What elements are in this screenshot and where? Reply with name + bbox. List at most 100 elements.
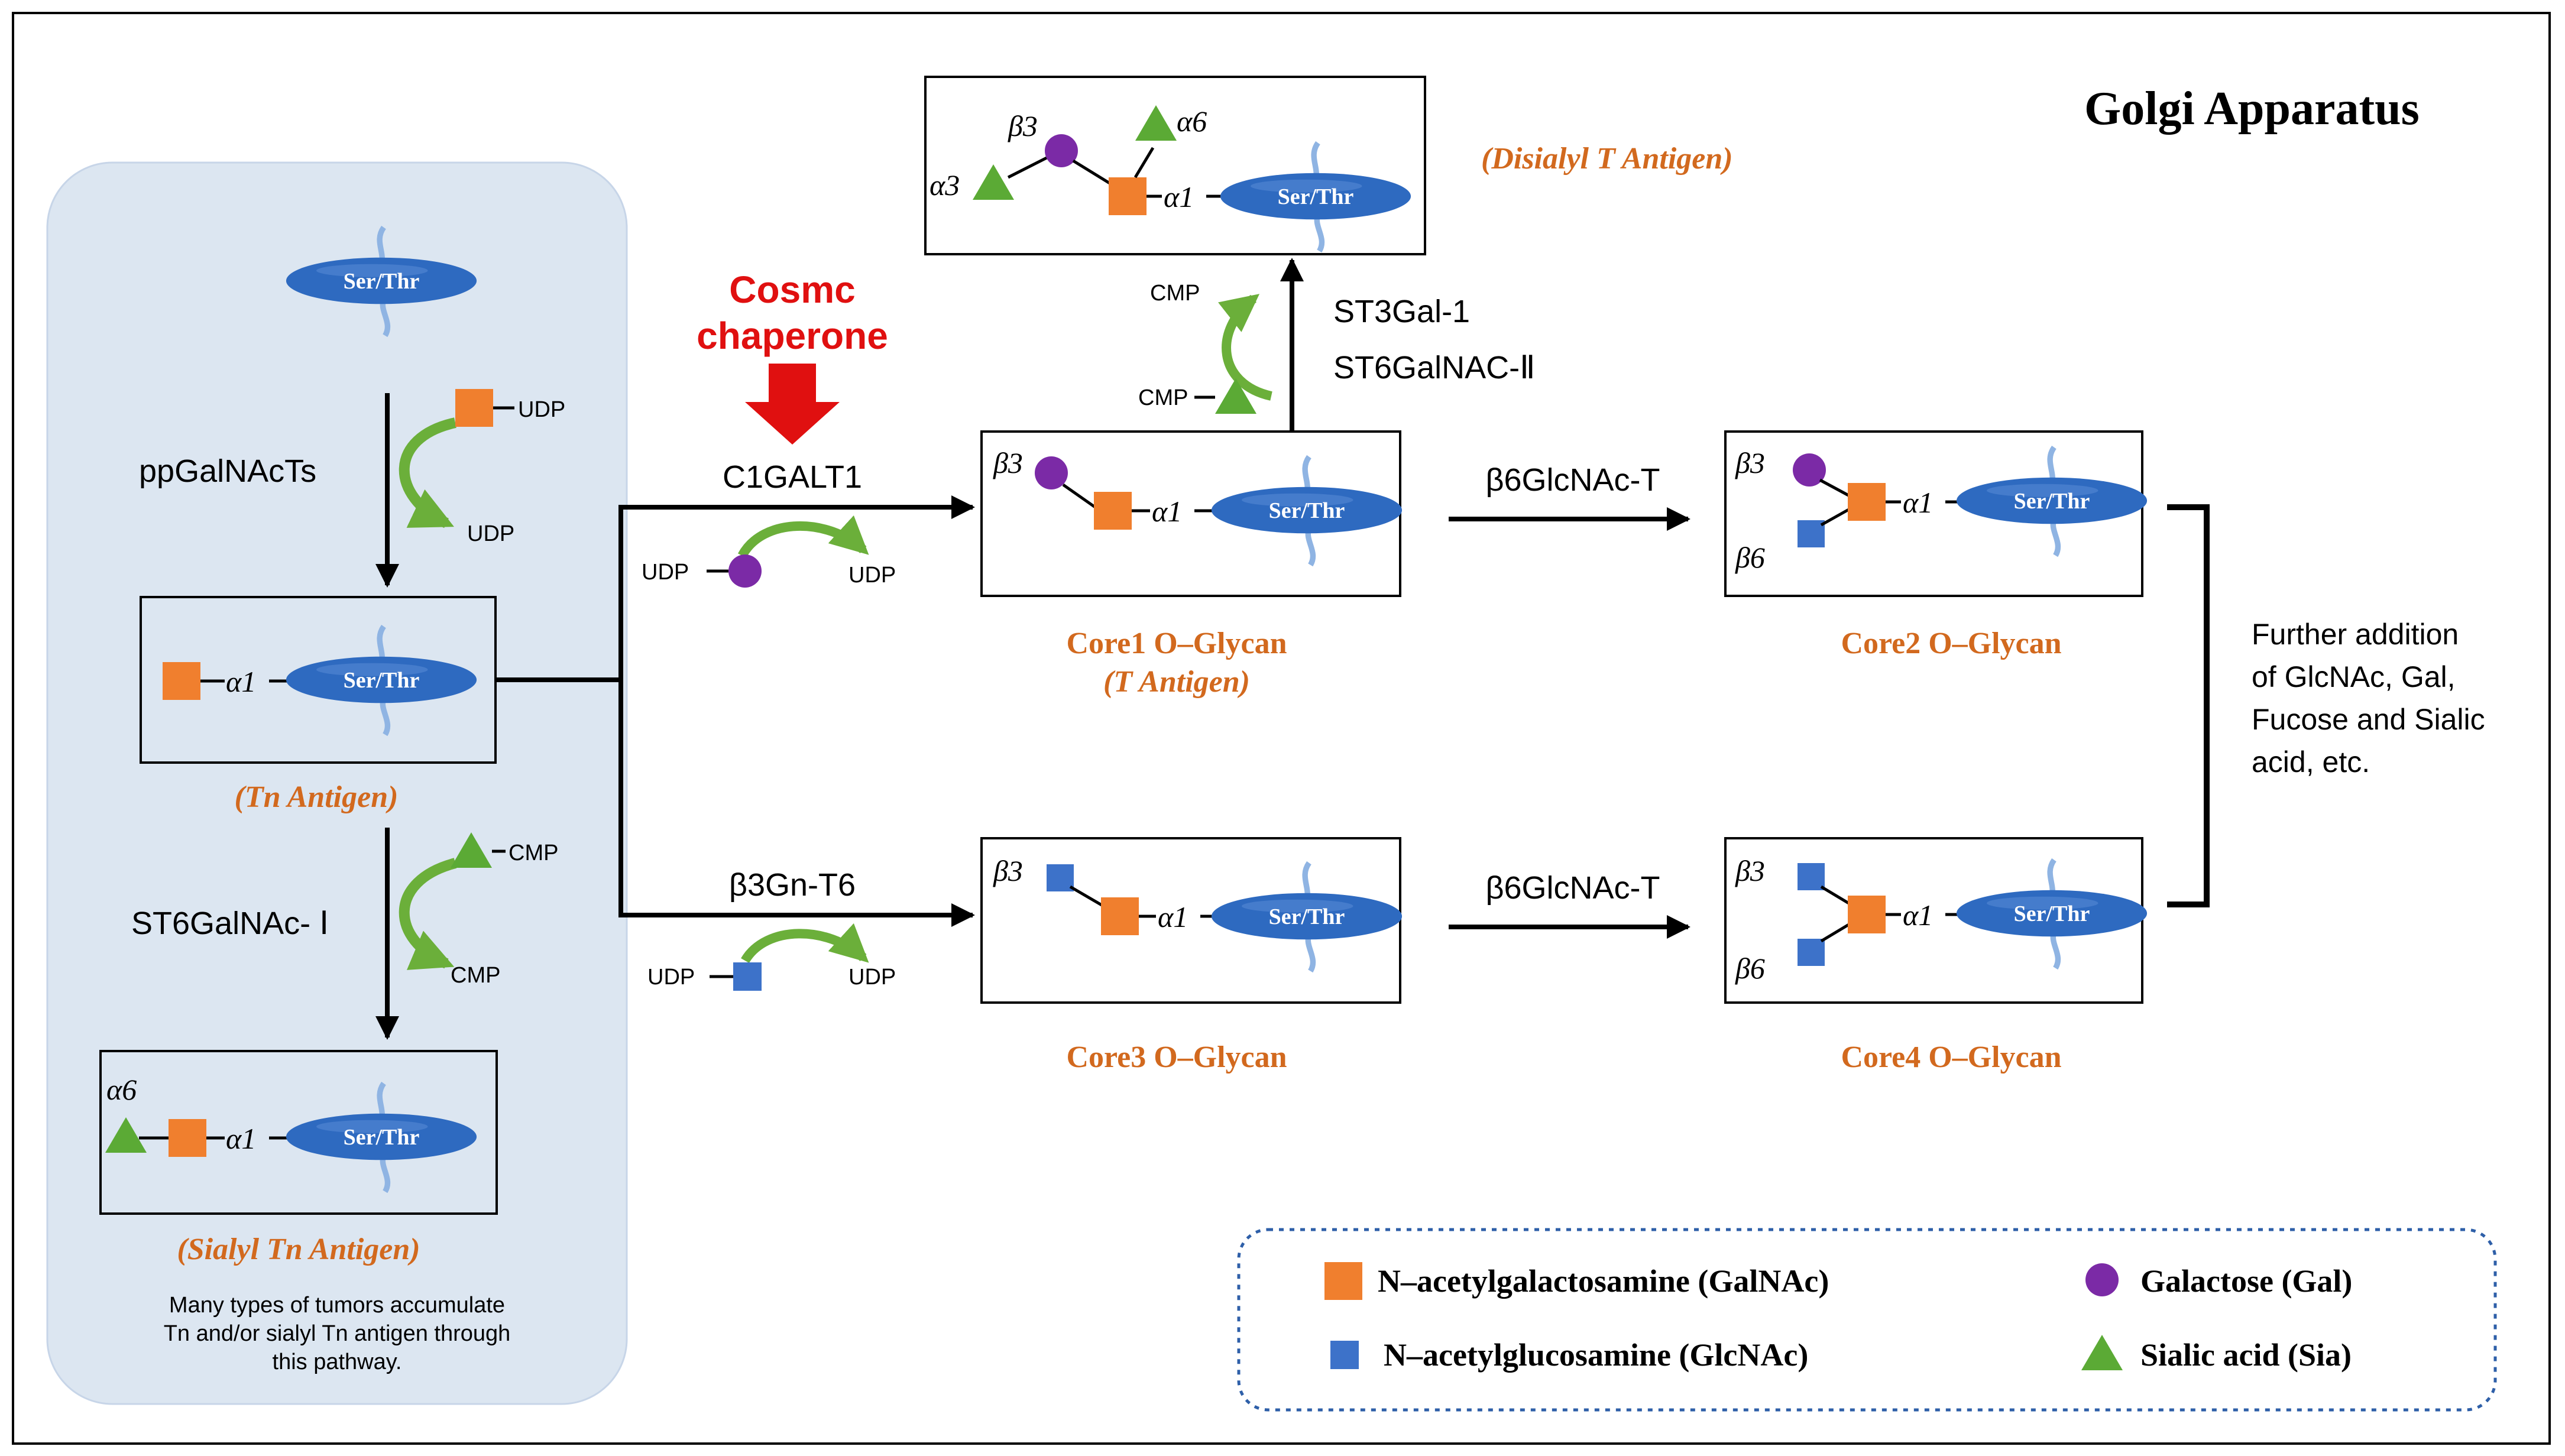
label-core3: Core3 O–Glycan <box>1066 1040 1287 1074</box>
cosmc-arrow-icon <box>745 364 840 445</box>
cosmc-label: chaperone <box>697 314 888 357</box>
galnac-icon <box>1109 177 1147 215</box>
donor-udp-label: UDP <box>467 521 514 546</box>
core3-structure: β3 α1 Ser/Thr <box>993 854 1402 971</box>
label-disialyl-t-antigen: (Disialyl T Antigen) <box>1481 142 1733 176</box>
donor-cmp-label: CMP <box>509 841 558 865</box>
reaction-curve-c1galt1 <box>737 515 869 559</box>
label-core1: Core1 O–Glycan <box>1066 627 1287 660</box>
page-title: Golgi Apparatus <box>2084 83 2420 135</box>
label-tn-antigen: (Tn Antigen) <box>235 780 399 814</box>
linkage-label: α1 <box>1903 486 1933 519</box>
donor-udp-label: UDP <box>848 965 896 990</box>
further-addition-line-3: Fucose and Sialic <box>2252 703 2485 736</box>
outer-frame <box>12 12 2551 1445</box>
glcnac-donor-icon <box>733 962 762 991</box>
glcnac-icon <box>1798 520 1825 547</box>
glcnac-icon <box>1047 864 1074 891</box>
gal-icon <box>1035 456 1068 489</box>
donor-udp-label: UDP <box>642 560 689 585</box>
core2-structure: β3 β6 α1 Ser/Thr <box>1735 446 2147 574</box>
linkage-label: α3 <box>930 168 960 202</box>
linkage-label: β6 <box>1735 541 1765 574</box>
linkage-label: β3 <box>993 854 1023 887</box>
reaction-curve-sialyl <box>1217 294 1272 401</box>
donor-udp-label: UDP <box>848 563 896 588</box>
legend-sia-icon <box>2081 1335 2123 1370</box>
linkage-label: α1 <box>1152 495 1182 528</box>
linkage-label: α6 <box>1177 105 1207 138</box>
disialyl-t-antigen-box <box>924 76 1426 255</box>
label-core1-subtitle: (T Antigen) <box>1103 665 1250 699</box>
legend-glcnac-label: N–acetylglucosamine (GlcNAc) <box>1384 1337 1808 1373</box>
linkage-label: α1 <box>226 665 256 698</box>
legend-galnac-icon <box>1324 1262 1362 1300</box>
enzyme-b3gnt6: β3Gn-T6 <box>729 867 856 903</box>
galnac-icon <box>1094 492 1132 530</box>
elongation-bracket <box>2167 504 2210 907</box>
tn-antigen-structure: α1 Ser/Thr <box>163 627 477 735</box>
protein-label: Ser/Thr <box>344 269 420 294</box>
gal-icon <box>1045 134 1078 167</box>
reaction-curve-st6galnac1 <box>399 858 457 970</box>
label-core2: Core2 O–Glycan <box>1841 627 2061 660</box>
reaction-curve-b3gnt6 <box>741 923 869 964</box>
linkage-label: β3 <box>1735 446 1765 479</box>
disialyl-t-antigen-structure: α3 β3 α6 α1 Ser/Thr <box>930 105 1411 251</box>
further-addition-line-4: acid, etc. <box>2252 745 2370 779</box>
legend-box <box>1237 1228 2497 1412</box>
galnac-icon <box>1101 897 1139 935</box>
enzyme-st6galnac2: ST6GalNAC-Ⅱ <box>1333 350 1536 385</box>
galnac-icon <box>169 1119 206 1157</box>
enzyme-b6glcnac-top: β6GlcNAc-T <box>1485 462 1660 498</box>
protein-label: Ser/Thr <box>344 1125 420 1150</box>
sia-donor-icon <box>451 832 492 868</box>
core1-structure: β3 α1 Ser/Thr <box>993 446 1402 565</box>
galnac-donor-icon <box>455 389 493 427</box>
galnac-icon <box>1848 483 1886 521</box>
linkage-label: α1 <box>1903 899 1933 932</box>
donor-cmp-label: CMP <box>1138 385 1188 410</box>
sialyl-tn-antigen-box <box>99 1050 498 1215</box>
sia-icon <box>1135 105 1177 141</box>
tumor-note-line-1: Many types of tumors accumulate <box>169 1293 505 1318</box>
donor-udp-label: UDP <box>518 397 565 422</box>
linkage-label: β3 <box>1735 854 1765 887</box>
linkage-label: α6 <box>106 1073 137 1106</box>
galnac-icon <box>163 662 200 700</box>
protein-initial: Ser/Thr <box>286 228 477 336</box>
protein-label: Ser/Thr <box>344 668 420 693</box>
legend-glcnac-icon <box>1330 1341 1359 1369</box>
sia-icon <box>105 1117 147 1153</box>
core4-structure: β3 β6 α1 Ser/Thr <box>1735 854 2147 985</box>
protein-label: Ser/Thr <box>1278 184 1354 209</box>
glcnac-icon <box>1798 939 1825 966</box>
linkage-label: α1 <box>226 1122 256 1155</box>
enzyme-b6glcnac-bottom: β6GlcNAc-T <box>1485 870 1660 906</box>
enzyme-c1galt1: C1GALT1 <box>723 459 862 495</box>
legend-gal-label: Galactose (Gal) <box>2140 1263 2352 1299</box>
sia-icon <box>973 164 1014 200</box>
cosmc-label: Cosmc <box>729 268 855 311</box>
linkage-label: β3 <box>993 446 1023 479</box>
tn-pathway-panel <box>46 161 628 1405</box>
gal-icon <box>1793 453 1826 487</box>
protein-label: Ser/Thr <box>1269 498 1345 523</box>
protein-label: Ser/Thr <box>2014 489 2090 514</box>
linkage-label: β3 <box>1008 109 1038 142</box>
core2-box <box>1724 430 2143 597</box>
linkage-label: β6 <box>1735 952 1765 985</box>
gal-donor-icon <box>728 554 762 588</box>
legend-gal-icon <box>2085 1263 2119 1296</box>
donor-udp-label: UDP <box>647 965 695 990</box>
label-sialyl-tn-antigen: (Sialyl Tn Antigen) <box>177 1233 420 1266</box>
legend-sia-label: Sialic acid (Sia) <box>2140 1337 2352 1373</box>
sia-donor-icon <box>1215 378 1256 414</box>
linkage-label: α1 <box>1164 180 1194 213</box>
enzyme-ppgalnacts: ppGalNAcTs <box>139 453 316 489</box>
tumor-note-line-3: this pathway. <box>273 1350 402 1374</box>
legend-galnac-label: N–acetylgalactosamine (GalNAc) <box>1378 1263 1829 1299</box>
linkage-label: α1 <box>1158 900 1188 933</box>
further-addition-line-2: of GlcNAc, Gal, <box>2252 660 2456 693</box>
label-core4: Core4 O–Glycan <box>1841 1040 2061 1074</box>
